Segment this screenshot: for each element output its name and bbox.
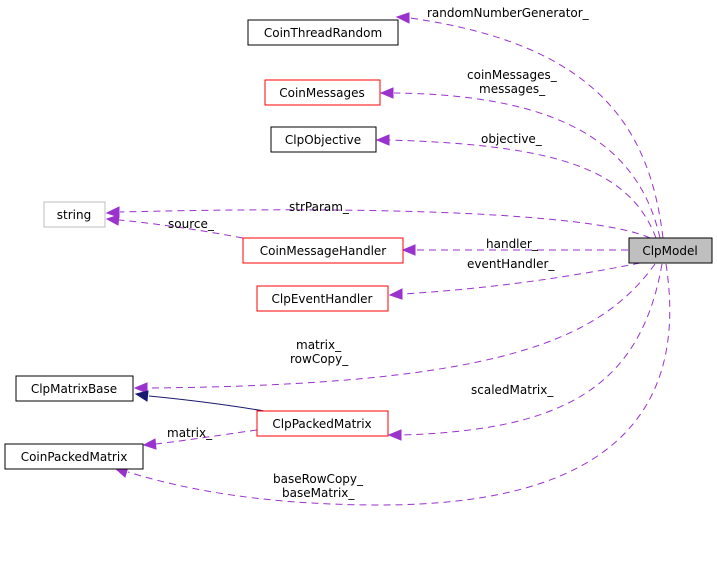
node-clp-matrix-base-label: ClpMatrixBase [31,382,117,396]
edge-objective [388,139,657,239]
label-handler: handler_ [486,237,539,251]
node-coin-packed-matrix-label: CoinPackedMatrix [21,450,128,464]
node-clp-model-label: ClpModel [642,244,697,258]
label-scaled-matrix: scaledMatrix_ [471,383,554,397]
edge-event-handler-arrowhead [388,288,403,300]
edge-scaled-matrix [401,263,663,436]
edge-source [118,219,244,239]
edge-random-number-generator [409,17,664,239]
label-objective: objective_ [481,132,543,146]
node-coin-thread-random-label: CoinThreadRandom [264,26,382,40]
edge-coin-messages-arrowhead [379,87,394,99]
node-string-label: string [57,208,91,222]
edge-matrix [147,263,656,389]
node-clp-model[interactable]: ClpModel [628,237,713,264]
edge-inheritance-arrowhead [134,390,149,402]
node-coin-message-handler-label: CoinMessageHandler [260,244,387,258]
label-str-param: strParam_ [289,200,350,214]
edge-coin-messages [393,92,661,239]
label-base-row-copy-1: baseRowCopy_ [273,472,364,486]
node-coin-packed-matrix[interactable]: CoinPackedMatrix [4,443,144,470]
label-coin-messages-1: coinMessages_ [467,68,558,82]
node-clp-matrix-base[interactable]: ClpMatrixBase [15,375,134,402]
node-clp-packed-matrix[interactable]: ClpPackedMatrix [256,410,389,437]
node-coin-messages[interactable]: CoinMessages [264,79,381,106]
edge-matrix-packed [155,429,258,445]
node-clp-objective[interactable]: ClpObjective [270,126,377,153]
edge-random-number-generator-arrowhead [395,12,410,24]
edge-matrix-arrowhead [133,382,148,394]
node-clp-event-handler[interactable]: ClpEventHandler [256,285,389,312]
label-matrix-2: rowCopy_ [290,352,349,366]
node-string[interactable]: string [43,201,106,228]
edge-source-arrowhead [105,214,120,226]
label-matrix-packed: matrix_ [167,426,213,440]
label-random-number-generator: randomNumberGenerator_ [427,6,590,20]
node-clp-objective-label: ClpObjective [285,133,361,147]
edge-base-row-copy [127,263,671,506]
label-event-handler: eventHandler_ [467,257,555,271]
edge-scaled-matrix-arrowhead [387,429,402,441]
edge-matrix-packed-arrowhead [142,438,157,450]
edge-objective-arrowhead [375,134,390,146]
label-coin-messages-2: messages_ [479,82,546,96]
node-clp-event-handler-label: ClpEventHandler [272,292,373,306]
label-matrix-1: matrix_ [296,338,342,352]
edge-handler-arrowhead [401,244,416,256]
label-base-row-copy-2: baseMatrix_ [282,486,355,500]
edge-str-param [119,209,651,239]
node-coin-message-handler[interactable]: CoinMessageHandler [242,237,404,264]
node-coin-messages-label: CoinMessages [279,86,365,100]
label-source: source_ [168,217,215,231]
edge-str-param-arrowhead [105,206,120,218]
edge-inheritance-clp-packed-matrix [148,395,271,413]
node-coin-thread-random[interactable]: CoinThreadRandom [247,19,399,46]
node-clp-packed-matrix-label: ClpPackedMatrix [272,417,371,431]
